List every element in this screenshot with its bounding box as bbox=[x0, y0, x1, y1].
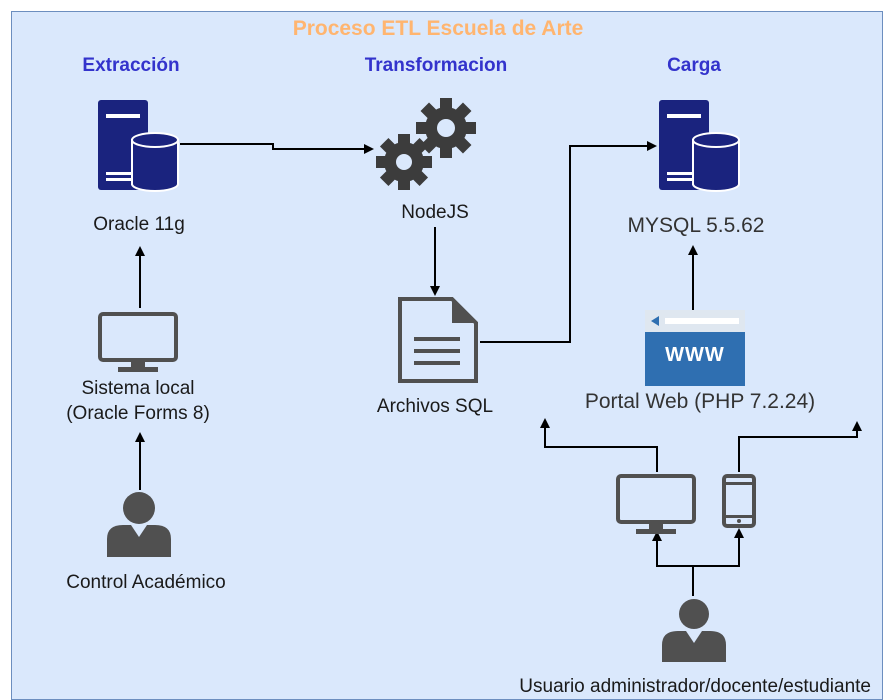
academic-control-user-icon bbox=[107, 492, 171, 557]
stage-heading-extraction: Extracción bbox=[82, 55, 180, 76]
local-system-monitor-icon bbox=[98, 312, 178, 372]
sql-files-label: Archivos SQL bbox=[376, 396, 494, 417]
stage-heading-load: Carga bbox=[667, 55, 721, 76]
edge-oracle-to-nodejs bbox=[180, 143, 374, 154]
nodejs-gears-icon bbox=[376, 98, 476, 190]
mysql-server-icon bbox=[659, 100, 740, 192]
academic-control-label: Control Académico bbox=[66, 572, 226, 593]
oracle-server-icon bbox=[98, 100, 179, 192]
edge-user-to-mobile bbox=[693, 528, 744, 567]
edge-sql-to-mysql bbox=[480, 141, 657, 343]
oracle-label: Oracle 11g bbox=[93, 214, 185, 235]
end-user-label: Usuario administrador/docente/estudiante bbox=[519, 676, 871, 697]
mysql-label: MYSQL 5.5.62 bbox=[627, 214, 765, 237]
stage-heading-transformation: Transformacion bbox=[364, 55, 508, 76]
local-system-label-line1: Sistema local bbox=[81, 378, 195, 399]
diagram-title: Proceso ETL Escuela de Arte bbox=[292, 17, 584, 40]
edge-user-to-desktop bbox=[652, 531, 694, 596]
end-user-icon bbox=[662, 599, 726, 662]
nodejs-label: NodeJS bbox=[401, 202, 469, 223]
user-mobile-phone-icon bbox=[722, 474, 756, 528]
edge-desktop-to-portal bbox=[540, 418, 658, 472]
portal-label: Portal Web (PHP 7.2.24) bbox=[584, 390, 816, 413]
sql-file-document-icon bbox=[398, 297, 478, 383]
edge-mobile-to-portal bbox=[738, 421, 862, 472]
www-badge: WWW bbox=[665, 344, 725, 366]
portal-browser-icon bbox=[645, 310, 745, 386]
local-system-label-line2: (Oracle Forms 8) bbox=[66, 403, 210, 424]
user-desktop-monitor-icon bbox=[616, 474, 696, 534]
